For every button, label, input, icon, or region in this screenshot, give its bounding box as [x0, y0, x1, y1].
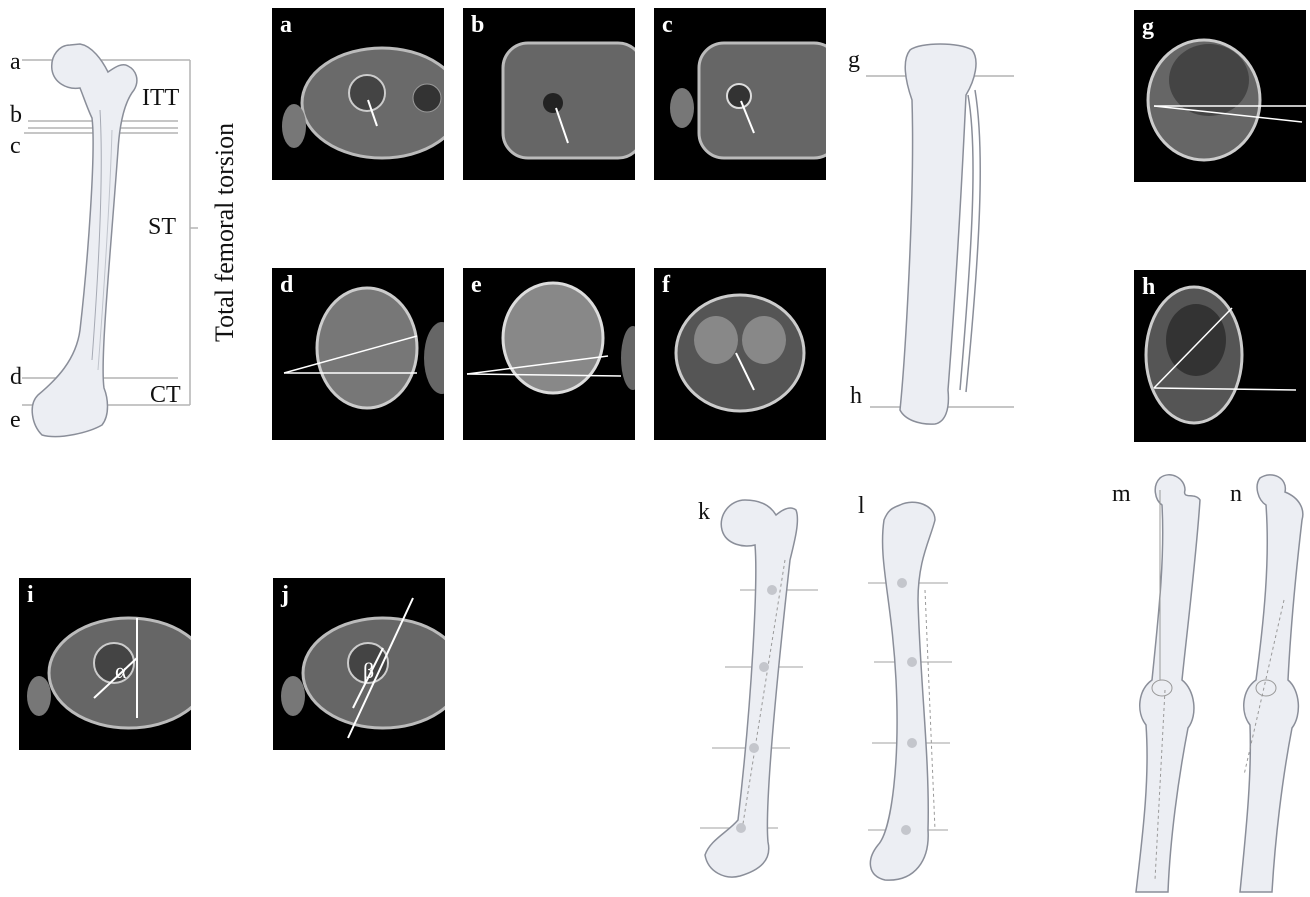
panel-label-j: j [281, 582, 289, 608]
mri-panel-f: f [654, 268, 826, 440]
femur-level-d: d [10, 365, 22, 389]
tibia-level-h: h [850, 384, 862, 408]
mri-panel-c: c [654, 8, 826, 180]
panel-label-c: c [662, 12, 673, 38]
mri-panel-d: d [272, 268, 444, 440]
tibia-level-g: g [848, 48, 860, 72]
mri-panel-i: i α [19, 578, 191, 750]
total-femoral-torsion-label: Total femoral torsion [210, 123, 240, 342]
angle-alpha: α [115, 658, 127, 684]
femur-level-c: c [10, 134, 21, 158]
panel-label-e: e [471, 272, 482, 298]
segment-itt: ITT [142, 86, 179, 110]
diagram-label-l: l [858, 494, 865, 518]
angle-beta: β [363, 658, 374, 684]
mri-panel-j: j β [273, 578, 445, 750]
panel-label-g: g [1142, 14, 1154, 40]
panel-label-f: f [662, 272, 670, 298]
mri-panel-e: e [463, 268, 635, 440]
diagram-label-k: k [698, 500, 710, 524]
panel-label-i: i [27, 582, 34, 608]
femur-level-e: e [10, 408, 21, 432]
segment-ct: CT [150, 383, 181, 407]
panel-label-h: h [1142, 274, 1155, 300]
panel-label-d: d [280, 272, 293, 298]
diagram-label-n: n [1230, 482, 1242, 506]
mri-panel-h: h [1134, 270, 1306, 442]
diagram-label-m: m [1112, 482, 1131, 506]
panel-label-a: a [280, 12, 292, 38]
mri-panel-g: g [1134, 10, 1306, 182]
mri-panel-b: b [463, 8, 635, 180]
femur-level-a: a [10, 50, 21, 74]
femur-level-b: b [10, 103, 22, 127]
segment-st: ST [148, 215, 176, 239]
mri-panel-a: a [272, 8, 444, 180]
panel-label-b: b [471, 12, 484, 38]
